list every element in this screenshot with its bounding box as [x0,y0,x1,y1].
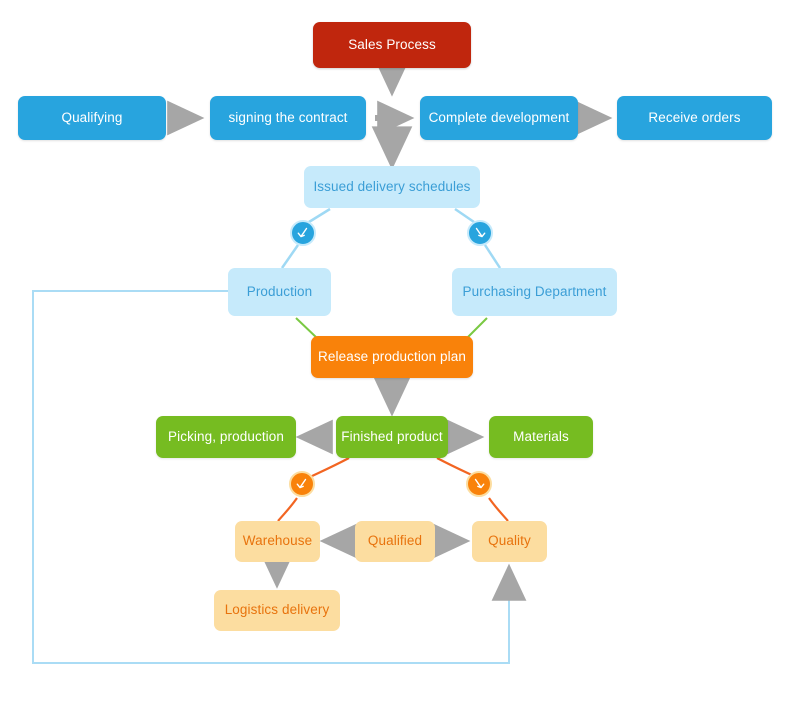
node-label: Picking, production [168,428,284,444]
node-label: signing the contract [228,109,348,125]
node-label: Receive orders [648,109,741,125]
node-release-production-plan[interactable]: Release production plan [311,336,473,378]
arrow-down-left-icon[interactable] [290,220,316,246]
node-warehouse[interactable]: Warehouse [235,521,320,562]
node-complete-development[interactable]: Complete development [420,96,578,140]
node-label: Issued delivery schedules [313,178,471,194]
node-label: Materials [513,428,569,444]
arrow-down-right-icon[interactable] [466,471,492,497]
node-label: Complete development [428,109,570,125]
node-label: Finished product [341,428,443,444]
node-label: Production [246,283,313,299]
arrow-down-right-icon[interactable] [467,220,493,246]
node-sales-process[interactable]: Sales Process [313,22,471,68]
node-label: Logistics delivery [224,602,330,618]
node-production[interactable]: Production [228,268,331,316]
node-materials[interactable]: Materials [489,416,593,458]
node-picking-production[interactable]: Picking, production [156,416,296,458]
node-issued-delivery-schedules[interactable]: Issued delivery schedules [304,166,480,208]
node-logistics-delivery[interactable]: Logistics delivery [214,590,340,631]
node-label: Qualifying [61,109,123,125]
node-finished-product[interactable]: Finished product [336,416,448,458]
node-label: Qualified [367,533,423,549]
arrow-down-left-icon[interactable] [289,471,315,497]
node-label: Sales Process [348,36,436,52]
node-label: Release production plan [318,348,466,364]
node-qualifying[interactable]: Qualifying [18,96,166,140]
node-purchasing-department[interactable]: Purchasing Department [452,268,617,316]
node-label: Warehouse [242,533,313,549]
node-label: Purchasing Department [462,283,607,299]
node-signing-the-contract[interactable]: signing the contract [210,96,366,140]
node-label: Quality [488,533,531,549]
node-quality[interactable]: Quality [472,521,547,562]
node-qualified[interactable]: Qualified [355,521,435,562]
node-receive-orders[interactable]: Receive orders [617,96,772,140]
